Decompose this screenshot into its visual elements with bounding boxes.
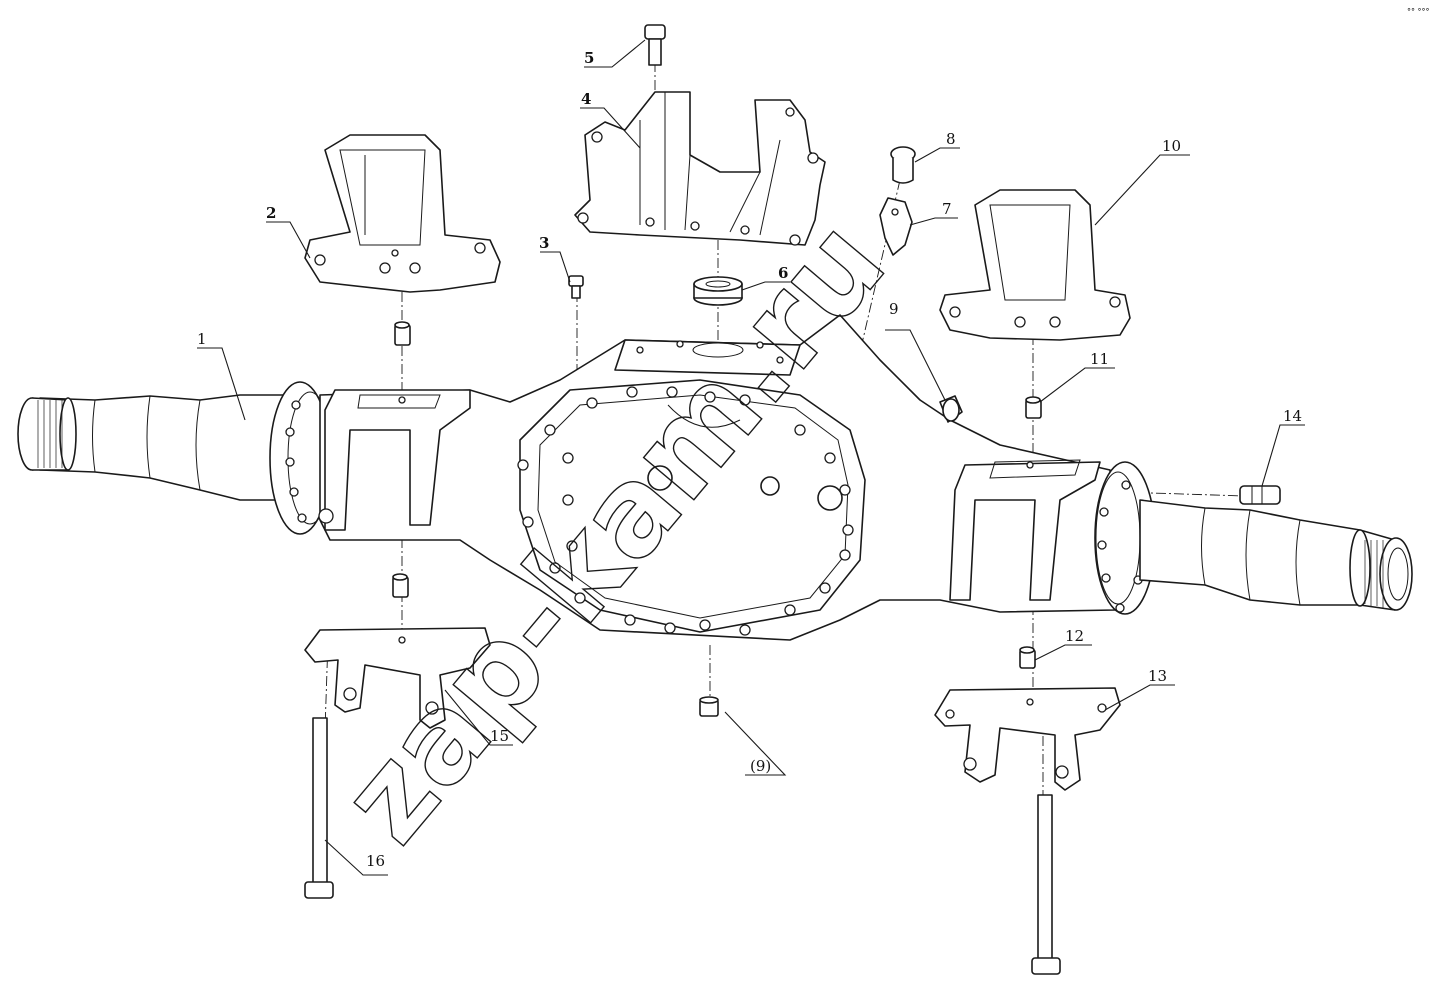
part-8-plug <box>890 146 916 184</box>
callout-9: 9 <box>889 300 899 318</box>
callout-11: 11 <box>1090 350 1109 368</box>
left-spline <box>37 400 63 468</box>
callout-4: 4 <box>581 90 591 108</box>
part-14-breather <box>1239 485 1281 505</box>
callout-15: 15 <box>490 727 509 745</box>
callout-9b: (9) <box>750 757 771 775</box>
callout-10: 10 <box>1162 137 1181 155</box>
callout-3: 3 <box>539 234 549 252</box>
part-2-upper-bracket-left <box>304 134 501 293</box>
callout-6: 6 <box>778 264 788 282</box>
part-9b-bushing-lower <box>699 696 719 717</box>
part-10-upper-bracket-right <box>939 189 1131 341</box>
part-15-lower-bracket-left <box>304 627 491 729</box>
right-spline <box>1364 540 1384 608</box>
callout-14: 14 <box>1283 407 1302 425</box>
part-12-dowel <box>1019 646 1036 669</box>
part-5-bolt <box>644 24 666 66</box>
part-11-dowel <box>1025 396 1042 419</box>
part-6-washer <box>693 276 743 306</box>
part-dowels-left <box>392 321 411 598</box>
axle-housing <box>17 314 1413 641</box>
part-3-screw <box>568 275 584 299</box>
part-13-lower-bracket-right <box>934 687 1121 791</box>
callout-7: 7 <box>942 200 952 218</box>
callout-13: 13 <box>1148 667 1167 685</box>
callout-5: 5 <box>584 49 594 67</box>
callout-16: 16 <box>366 852 385 870</box>
leader-lines <box>197 39 1305 876</box>
part-16-long-bolt-left <box>304 717 334 899</box>
part-9-bushing <box>939 395 963 423</box>
part-16-long-bolt-right <box>1031 794 1061 975</box>
cover-bolt-holes <box>517 386 854 636</box>
callout-12: 12 <box>1065 627 1084 645</box>
corner-mark: °° °°° <box>1407 7 1430 16</box>
callout-1: 1 <box>197 330 207 348</box>
part-4-center-bracket <box>574 91 826 246</box>
callout-8: 8 <box>946 130 956 148</box>
part-7-lock-plate <box>879 197 913 256</box>
callout-labels: 1 2 3 4 5 6 7 8 9 (9) 10 11 12 13 14 15 … <box>197 49 1302 870</box>
callout-2: 2 <box>266 204 276 222</box>
